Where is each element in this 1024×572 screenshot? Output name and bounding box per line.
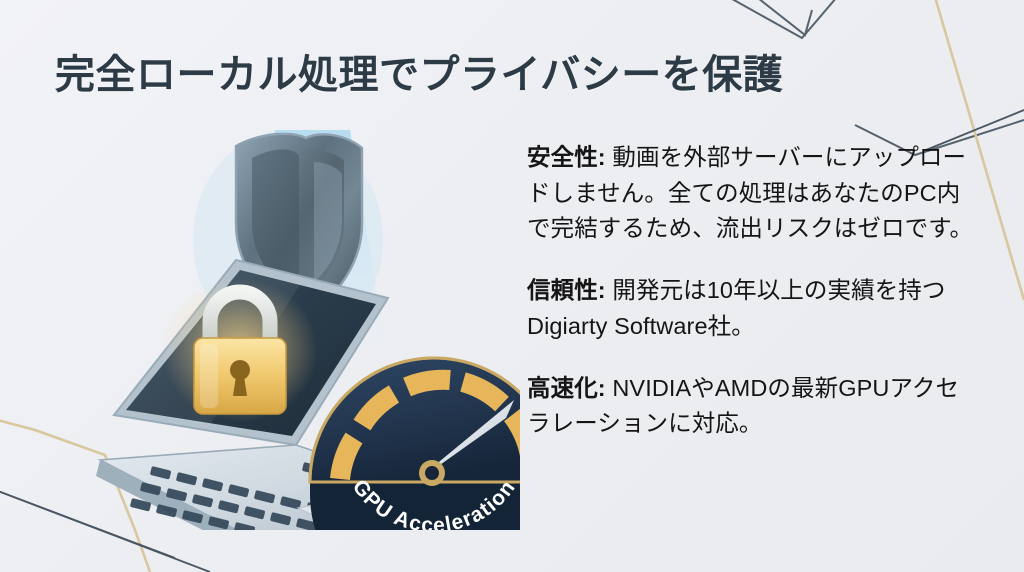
padlock-shackle (202, 284, 278, 348)
bullet-item-security: 安全性: 動画を外部サーバーにアップロードしません。全ての処理はあなたのPC内で… (527, 140, 977, 247)
page-title: 完全ローカル処理でプライバシーを保護 (55, 53, 784, 97)
gpu-acceleration-gauge: GPU Acceleration (308, 356, 520, 530)
privacy-illustration: GPU Acceleration (96, 130, 520, 530)
bullet-text-reliability: 開発元は10年以上の実績を持つDigiarty Software社。 (527, 277, 946, 339)
bullet-label-acceleration: 高速化: (527, 374, 606, 401)
bullet-item-reliability: 信頼性: 開発元は10年以上の実績を持つDigiarty Software社。 (527, 273, 977, 344)
bullet-label-reliability: 信頼性: (527, 277, 606, 304)
bullet-label-security: 安全性: (527, 144, 606, 170)
padlock (162, 278, 318, 422)
gauge-needle (419, 400, 514, 486)
gauge-arc-segments (330, 369, 520, 481)
bullet-text-acceleration: NVIDIAやAMDの最新GPUアクセラレーションに対応。 (527, 374, 960, 437)
bullet-text-security: 動画を外部サーバーにアップロードしません。全ての処理はあなたのPC内で完結するた… (527, 144, 974, 242)
deco-chevron-top-right (758, 0, 813, 37)
bullet-list: 安全性: 動画を外部サーバーにアップロードしません。全ての処理はあなたのPC内で… (527, 140, 977, 442)
bullet-item-acceleration: 高速化: NVIDIAやAMDの最新GPUアクセラレーションに対応。 (527, 371, 977, 442)
